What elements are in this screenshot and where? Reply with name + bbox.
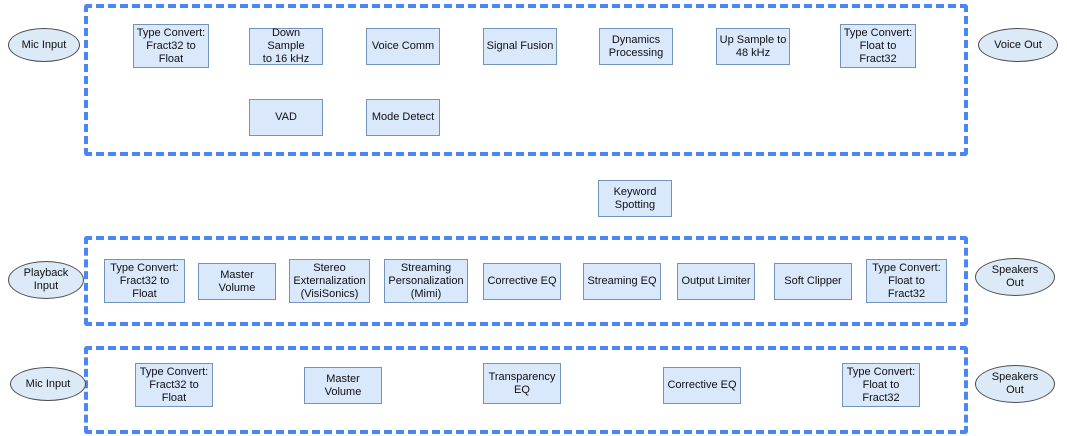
node-output-limiter[interactable]: Output Limiter	[677, 263, 755, 300]
node-type-convert-in-voice[interactable]: Type Convert: Fract32 to Float	[133, 24, 209, 68]
node-up-sample-48k[interactable]: Up Sample to 48 kHz	[716, 28, 790, 65]
mic-input-voice[interactable]: Mic Input	[8, 28, 80, 62]
transparency-region	[84, 346, 968, 434]
speakers-out-playback[interactable]: Speakers Out	[975, 258, 1055, 296]
node-type-convert-in-playback[interactable]: Type Convert: Fract32 to Float	[104, 259, 185, 303]
voice-call-region	[84, 4, 968, 156]
node-type-convert-in-transparency[interactable]: Type Convert: Fract32 to Float	[135, 363, 213, 407]
playback-region	[84, 236, 968, 326]
node-master-volume-playback[interactable]: Master Volume	[198, 263, 276, 300]
node-signal-fusion[interactable]: Signal Fusion	[483, 28, 557, 65]
mic-input-transparency[interactable]: Mic Input	[10, 367, 86, 401]
node-streaming-eq[interactable]: Streaming EQ	[583, 263, 661, 300]
node-transparency-eq[interactable]: Transparency EQ	[483, 363, 561, 404]
speakers-out-transparency[interactable]: Speakers Out	[975, 365, 1055, 403]
node-voice-comm[interactable]: Voice Comm	[366, 28, 440, 65]
node-down-sample-16k[interactable]: Down Sample to 16 kHz	[249, 27, 323, 65]
node-type-convert-out-playback[interactable]: Type Convert: Float to Fract32	[866, 259, 947, 303]
node-streaming-personalization[interactable]: Streaming Personalization (Mimi)	[384, 259, 468, 303]
node-type-convert-out-transparency[interactable]: Type Convert: Float to Fract32	[842, 363, 920, 407]
node-master-volume-transparency[interactable]: Master Volume	[304, 367, 382, 404]
playback-input[interactable]: Playback Input	[8, 261, 84, 299]
voice-out[interactable]: Voice Out	[978, 28, 1058, 62]
node-vad[interactable]: VAD	[249, 99, 323, 136]
node-dynamics-processing[interactable]: Dynamics Processing	[599, 28, 673, 65]
node-corrective-eq-playback[interactable]: Corrective EQ	[483, 263, 561, 300]
node-stereo-externalization[interactable]: Stereo Externalization (VisiSonics)	[289, 259, 370, 303]
node-mode-detect[interactable]: Mode Detect	[366, 99, 440, 136]
node-type-convert-out-voice[interactable]: Type Convert: Float to Fract32	[840, 24, 916, 68]
node-soft-clipper[interactable]: Soft Clipper	[774, 263, 852, 300]
node-corrective-eq-transparency[interactable]: Corrective EQ	[663, 367, 741, 404]
node-keyword-spotting[interactable]: Keyword Spotting	[598, 180, 672, 217]
